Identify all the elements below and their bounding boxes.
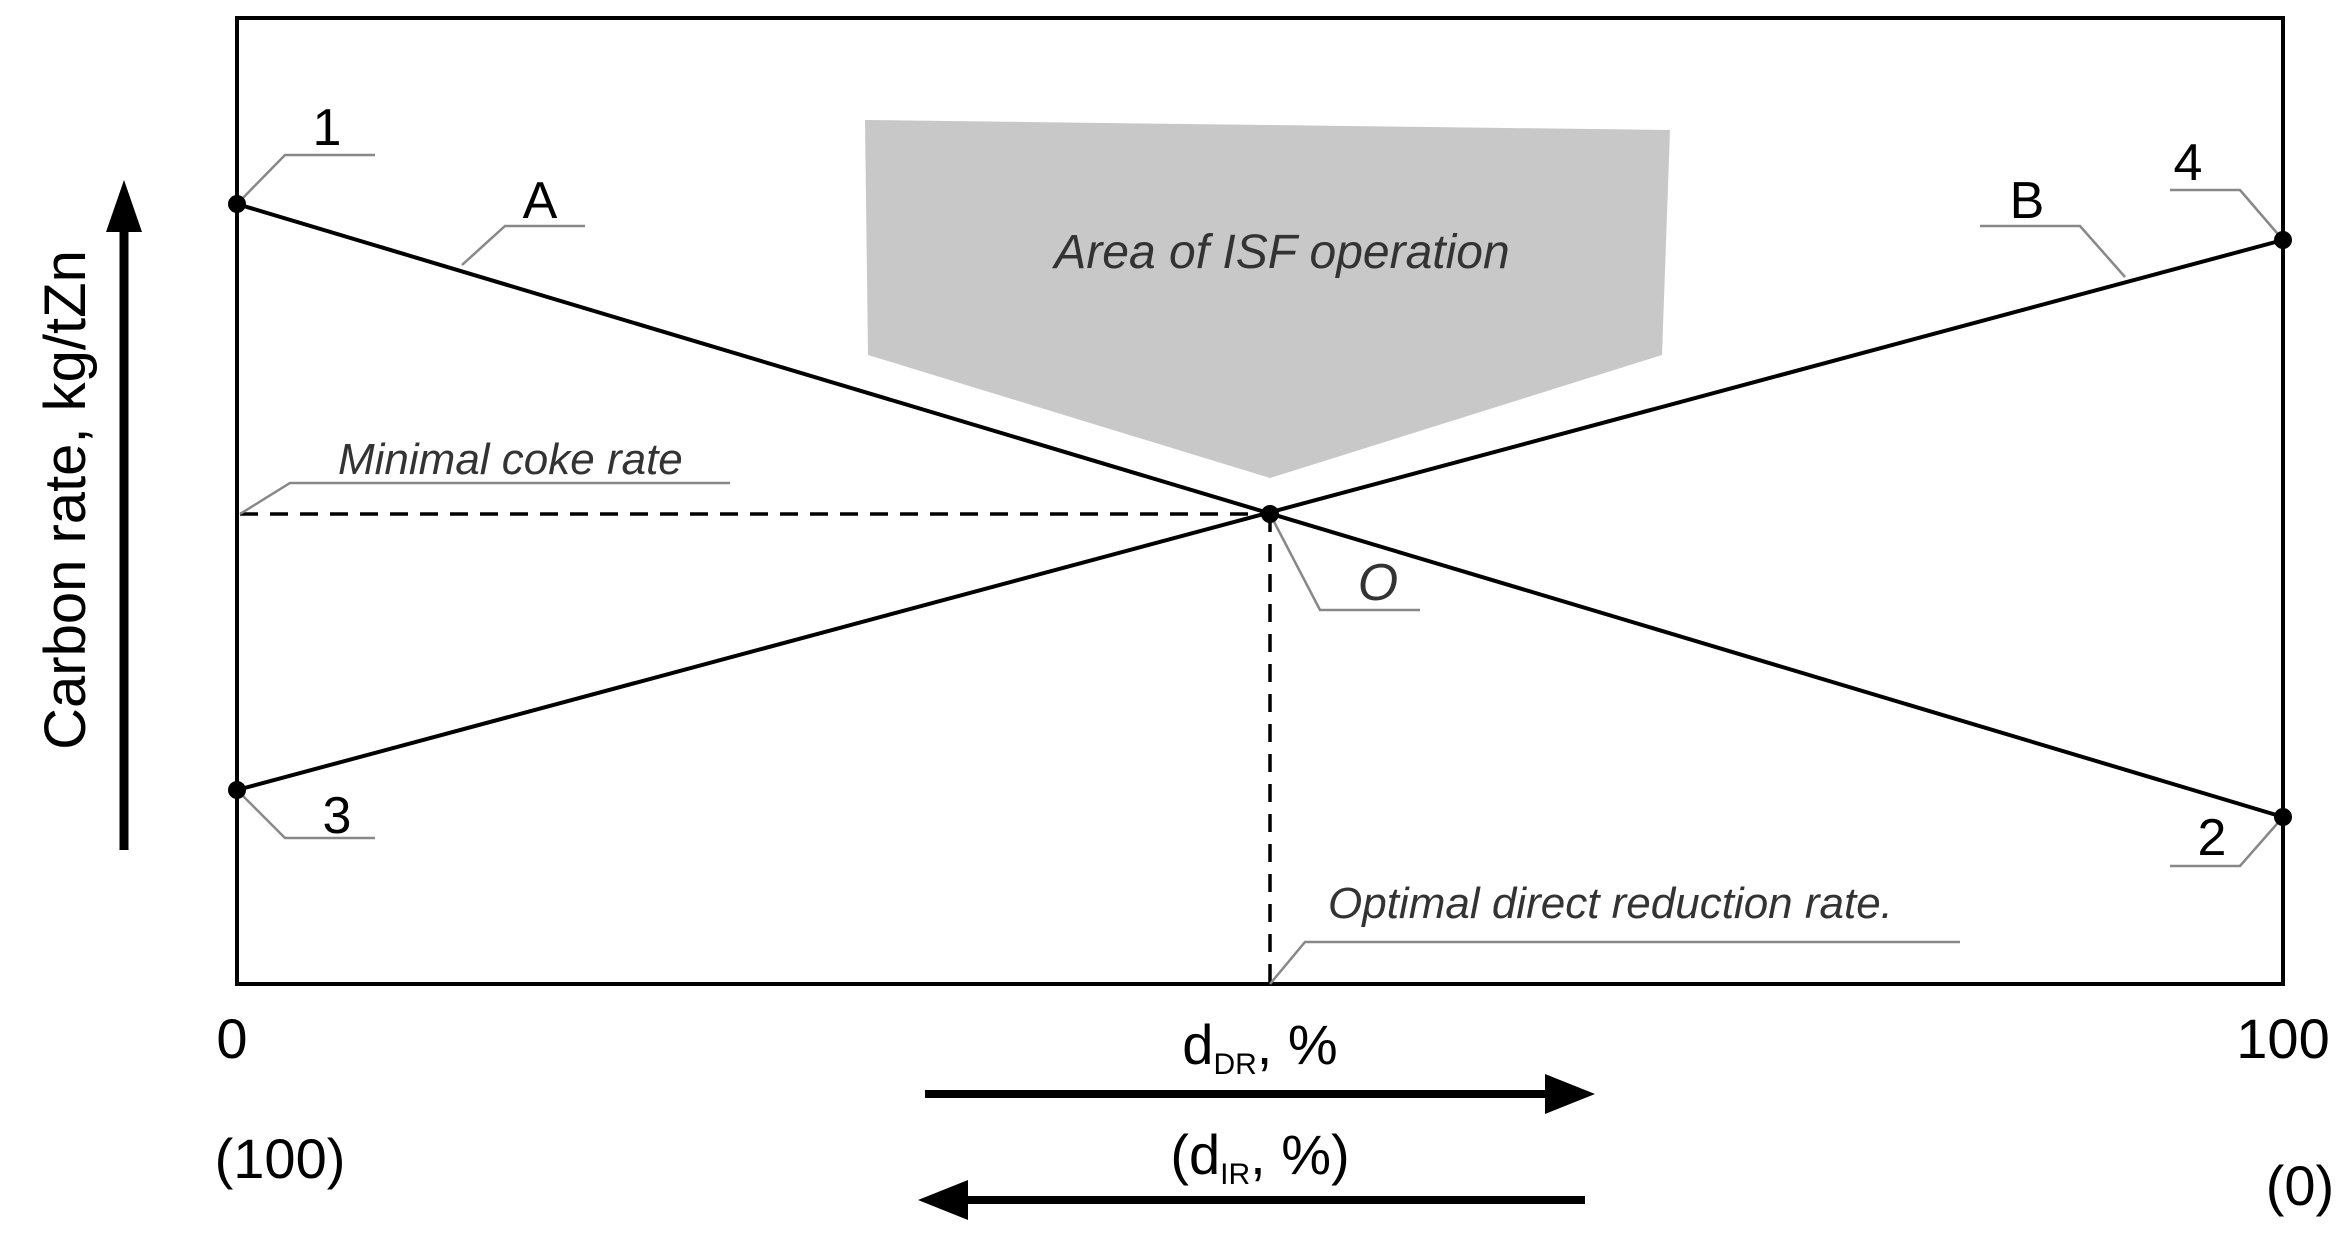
point-3 (228, 781, 246, 799)
leader-line-b (1980, 224, 2126, 278)
point-4 (2274, 231, 2292, 249)
point-2 (2274, 808, 2292, 826)
x-tick-right-alt: (0) (2266, 1154, 2334, 1217)
point-o-label: O (1358, 554, 1398, 612)
leader-line-a (461, 224, 585, 266)
optimal-dr-label: Optimal direct reduction rate. (1328, 879, 1893, 928)
dr-direction-arrowhead (1545, 1074, 1595, 1114)
x-tick-left-alt: (100) (215, 1127, 346, 1190)
line-a-label: A (523, 172, 558, 230)
minimal-coke-label: Minimal coke rate (338, 435, 683, 484)
x-tick-right: 100 (2236, 1007, 2329, 1070)
x-axis-title-dr: dDR, % (1182, 1013, 1337, 1081)
leader-minimal-coke (239, 481, 730, 516)
point-1 (228, 195, 246, 213)
point-1-label: 1 (313, 99, 342, 157)
leader-optimal-dr (1269, 940, 1960, 985)
point-3-label: 3 (323, 787, 352, 845)
isf-operation-area (865, 120, 1670, 478)
point-2-label: 2 (2198, 809, 2227, 867)
leader-point-o (1268, 513, 1420, 612)
leader-point-2 (2170, 816, 2284, 868)
leader-point-1 (236, 153, 375, 205)
line-a (236, 202, 2284, 819)
y-axis-label: Carbon rate, kg/tZn (33, 250, 98, 750)
leader-point-3 (236, 789, 375, 840)
point-4-label: 4 (2174, 134, 2203, 192)
plot-frame (235, 16, 2285, 986)
leader-point-4 (2170, 188, 2284, 241)
isf-area-label: Area of ISF operation (1051, 226, 1509, 279)
x-tick-left: 0 (216, 1007, 247, 1070)
ir-direction-arrowhead (918, 1180, 968, 1220)
line-b-label: B (2010, 172, 2045, 230)
x-axis-title-ir: (dIR, %) (1170, 1123, 1349, 1191)
point-o (1261, 505, 1279, 523)
y-axis-arrowhead (106, 180, 142, 232)
